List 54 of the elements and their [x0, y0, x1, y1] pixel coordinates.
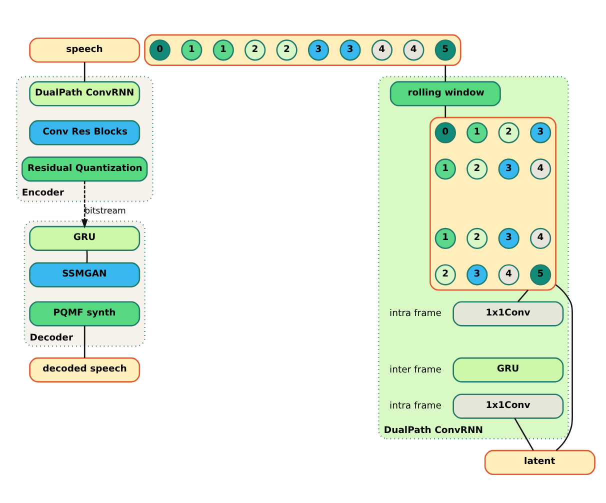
node-circle: 3 — [308, 39, 330, 60]
edge-label: bitstream — [84, 206, 126, 216]
cluster — [430, 116, 556, 290]
node-circle: 0 — [434, 122, 456, 143]
label: intra frame — [390, 308, 442, 319]
node-box: speech — [29, 37, 140, 62]
connector — [517, 289, 529, 302]
node-box: GRU — [29, 225, 140, 250]
node-circle: 3 — [498, 158, 520, 180]
node-box: Residual Quantization — [22, 156, 148, 182]
node-circle: 2 — [466, 227, 488, 249]
connector — [444, 105, 446, 118]
node-box: decoded speech — [29, 356, 140, 382]
node-circle: 4 — [403, 39, 424, 60]
node-circle: 1 — [181, 39, 202, 60]
node-circle: 3 — [530, 122, 552, 143]
node-box: 1x1Conv — [452, 300, 564, 326]
node-box: GRU — [452, 356, 564, 382]
connector — [86, 250, 88, 262]
connector — [514, 417, 534, 450]
node-box: latent — [484, 449, 596, 475]
node-box: 1x1Conv — [452, 393, 564, 418]
node-box: Conv Res Blocks — [29, 120, 140, 145]
node-circle: 4 — [371, 39, 393, 60]
label: intra frame — [390, 400, 442, 412]
connector — [84, 325, 86, 358]
node-circle: 2 — [244, 39, 266, 60]
label: inter frame — [390, 364, 442, 375]
node-box: rolling window — [390, 80, 501, 106]
node-circle: 2 — [466, 158, 488, 180]
connector — [444, 64, 446, 82]
node-box: PQMF synth — [29, 300, 140, 326]
node-circle: 2 — [434, 264, 456, 285]
node-box: SSMGAN — [29, 262, 140, 287]
node-circle: 5 — [530, 264, 552, 285]
cluster — [144, 34, 462, 66]
node-circle: 1 — [466, 122, 488, 143]
node-circle: 5 — [434, 39, 456, 60]
node-circle: 3 — [466, 264, 488, 285]
node-circle: 4 — [498, 264, 520, 285]
node-circle: 1 — [434, 227, 456, 249]
arrow — [81, 180, 88, 228]
node-circle: 2 — [498, 122, 520, 143]
node-circle: 1 — [212, 39, 234, 60]
node-box: DualPath ConvRNN — [29, 80, 140, 106]
node-circle: 4 — [530, 158, 552, 180]
connector — [84, 62, 86, 82]
connector — [555, 284, 573, 451]
node-circle: 3 — [340, 39, 361, 60]
node-circle: 3 — [498, 227, 520, 249]
node-circle: 0 — [149, 39, 170, 60]
node-circle: 2 — [276, 39, 298, 60]
node-circle: 1 — [434, 158, 456, 180]
node-circle: 4 — [530, 227, 552, 249]
